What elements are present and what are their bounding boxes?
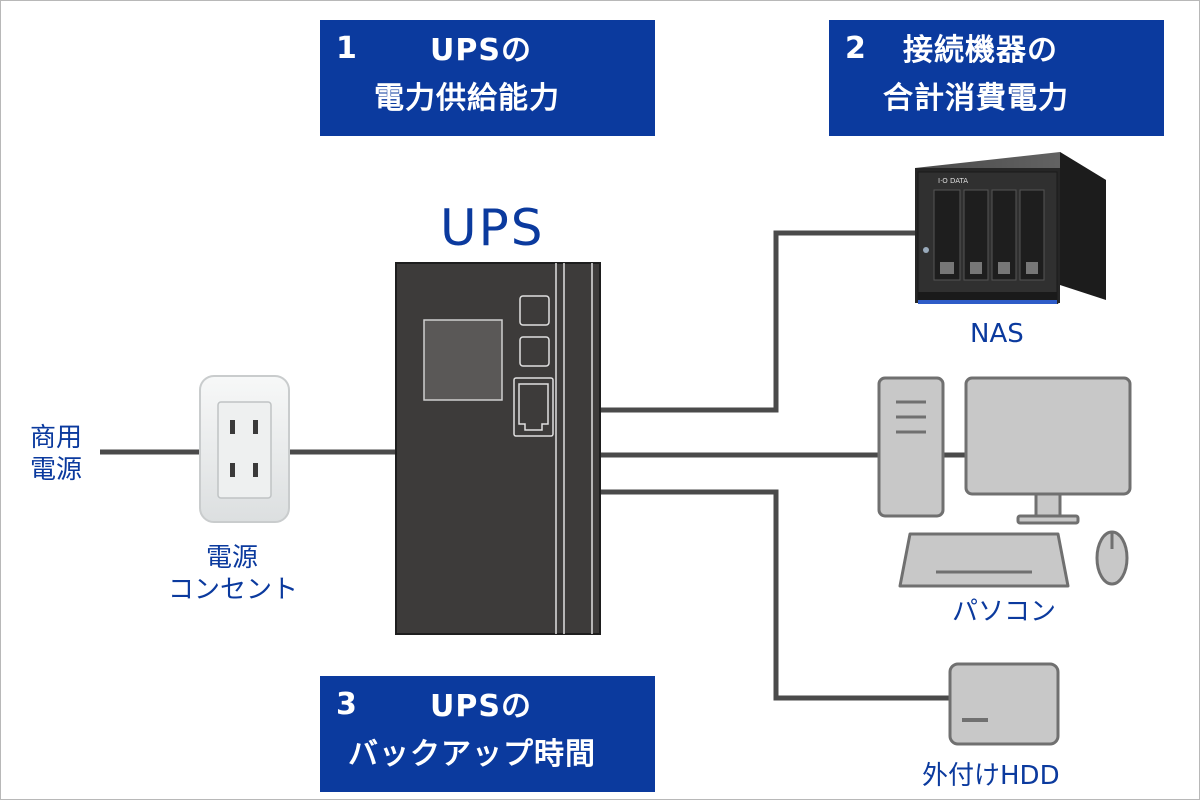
ups-display-panel	[423, 319, 503, 401]
ups-button-bottom	[519, 336, 550, 367]
ups-unit	[395, 262, 601, 635]
callout-number-2: 2	[845, 31, 867, 66]
ups-title: UPS	[440, 199, 545, 257]
callout-number-1: 1	[336, 31, 358, 66]
nas-label: NAS	[970, 319, 1024, 349]
callout-box-2: 2 接続機器の 合計消費電力	[829, 20, 1164, 136]
commercial-power-label-line-1: 商用	[30, 423, 83, 453]
callout-box-1-line-1: UPSの	[430, 33, 532, 68]
callout-number-3: 3	[336, 687, 358, 722]
outlet-label-line-1: 電源	[206, 543, 259, 573]
cable-ups-to-hdd	[599, 489, 950, 701]
commercial-power-label-line-2: 電源	[30, 455, 83, 485]
pc-label: パソコン	[952, 597, 1057, 627]
external-hdd-icon	[948, 662, 1060, 746]
callout-box-3-line-1: UPSの	[430, 689, 532, 724]
outlet-label-line-2: コンセント	[168, 575, 299, 605]
callout-box-2-line-2: 合計消費電力	[883, 81, 1069, 116]
callout-box-2-line-1: 接続機器の	[903, 33, 1058, 68]
cable-ups-to-nas	[599, 230, 915, 413]
ups-port	[513, 377, 554, 437]
ups-button-top	[519, 295, 550, 326]
callout-box-1-line-2: 電力供給能力	[374, 81, 560, 116]
power-outlet-icon	[199, 375, 290, 523]
monitor-icon	[964, 376, 1132, 525]
keyboard-icon	[898, 532, 1070, 588]
nas-device-icon: I·O DATA	[915, 152, 1106, 304]
mouse-icon	[1095, 530, 1129, 586]
callout-box-3: 3 UPSの バックアップ時間	[320, 676, 655, 792]
hdd-label: 外付けHDD	[922, 761, 1060, 791]
pc-tower-icon	[877, 376, 945, 518]
nas-brand-logo: I·O DATA	[938, 177, 968, 185]
callout-box-1: 1 UPSの 電力供給能力	[320, 20, 655, 136]
callout-box-3-line-2: バックアップ時間	[348, 737, 596, 772]
